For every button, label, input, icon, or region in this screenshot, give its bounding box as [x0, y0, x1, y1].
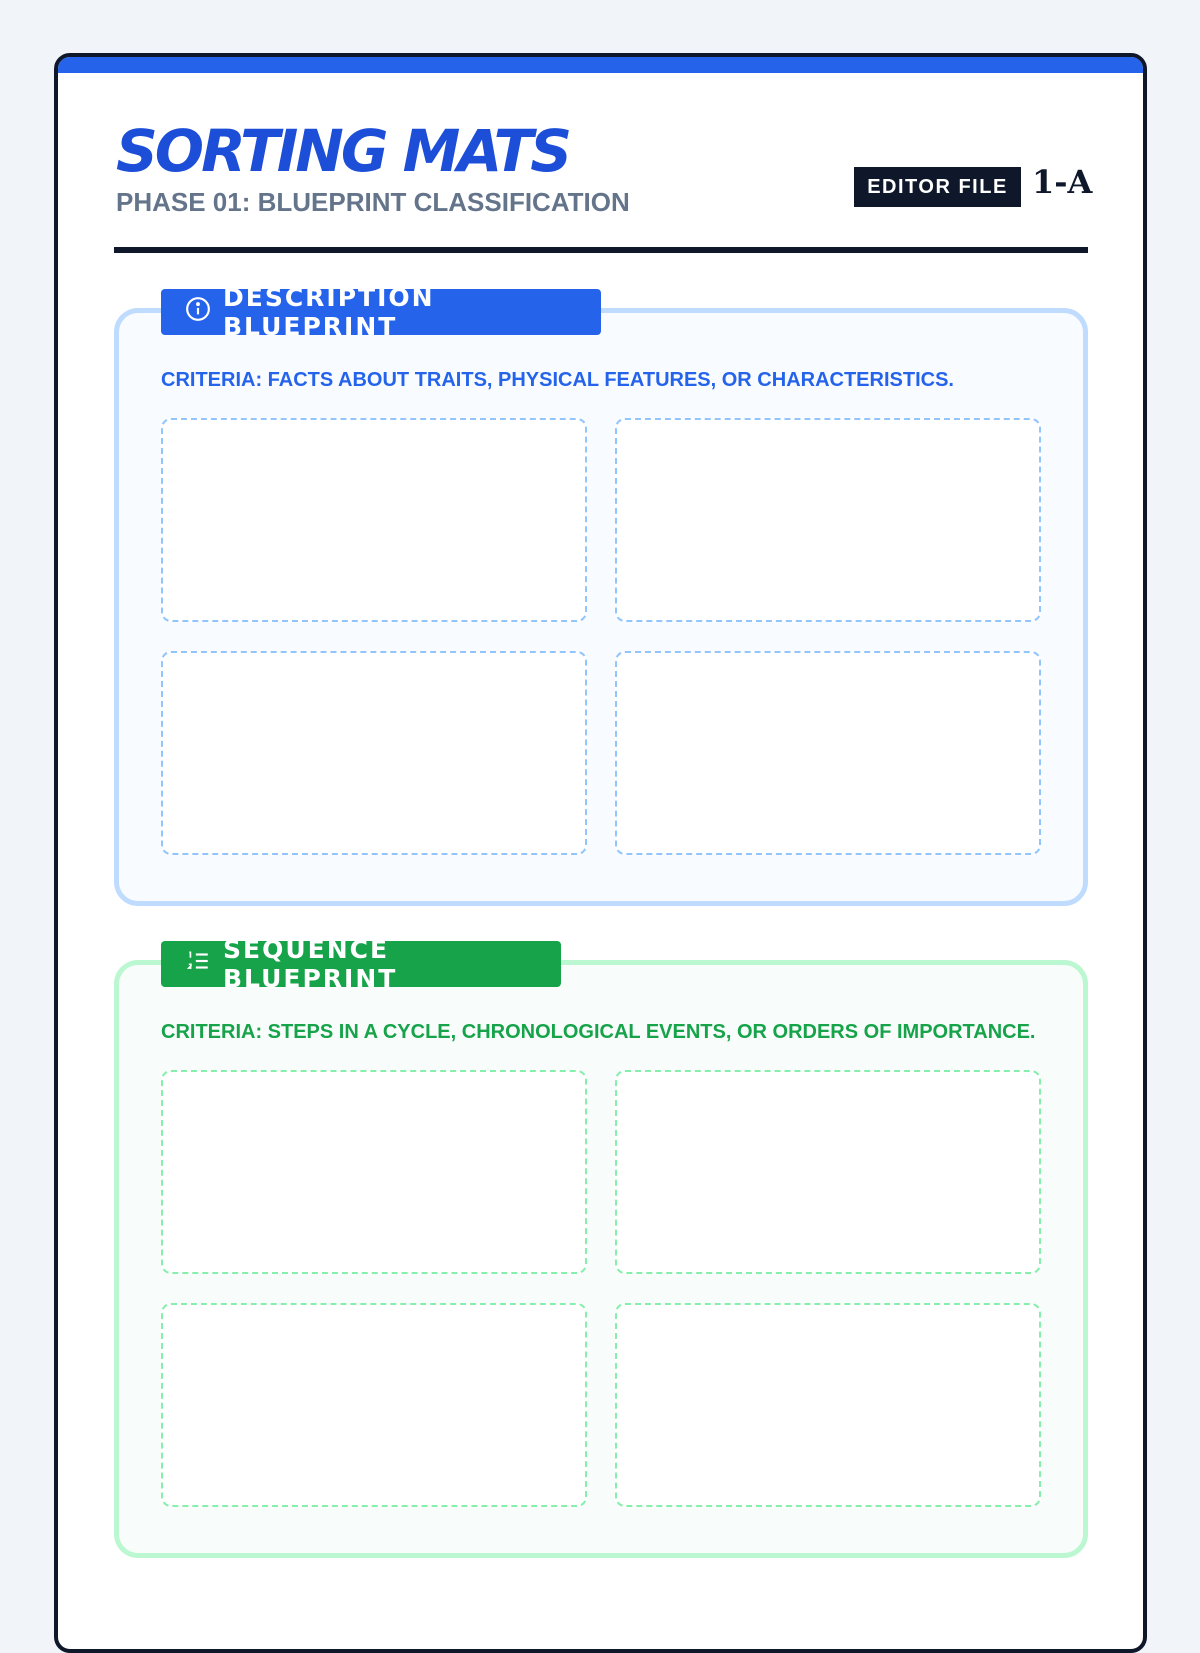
sorting-slot[interactable] [615, 418, 1041, 622]
sorting-slot[interactable] [615, 1303, 1041, 1507]
worksheet-card: SORTING MATS PHASE 01: BLUEPRINT CLASSIF… [54, 53, 1147, 1653]
sorting-slot[interactable] [161, 1070, 587, 1274]
sorting-slot[interactable] [161, 418, 587, 622]
description-tab: DESCRIPTION BLUEPRINT [161, 283, 601, 341]
sorting-slot[interactable] [161, 651, 587, 855]
file-id: 1-A [1032, 163, 1093, 201]
editor-file-badge: EDITOR FILE [854, 167, 1021, 207]
section-title: DESCRIPTION BLUEPRINT [223, 283, 435, 341]
sorting-slot[interactable] [615, 651, 1041, 855]
description-section: DESCRIPTION BLUEPRINT CRITERIA: FACTS AB… [114, 283, 1088, 906]
sorting-slot[interactable] [161, 1303, 587, 1507]
section-title: SEQUENCE BLUEPRINT [223, 935, 398, 993]
page-subtitle: PHASE 01: BLUEPRINT CLASSIFICATION [116, 187, 630, 217]
sorting-slot[interactable] [615, 1070, 1041, 1274]
section-criteria: CRITERIA: STEPS IN A CYCLE, CHRONOLOGICA… [161, 1021, 1036, 1043]
page-title: SORTING MATS [116, 117, 572, 185]
sequence-section: SEQUENCE BLUEPRINT CRITERIA: STEPS IN A … [114, 935, 1088, 1558]
divider [114, 247, 1088, 253]
accent-bar [58, 57, 1143, 73]
numbered-list-icon [185, 948, 211, 980]
section-criteria: CRITERIA: FACTS ABOUT TRAITS, PHYSICAL F… [161, 369, 954, 391]
info-icon [185, 296, 211, 328]
sequence-tab: SEQUENCE BLUEPRINT [161, 935, 561, 993]
